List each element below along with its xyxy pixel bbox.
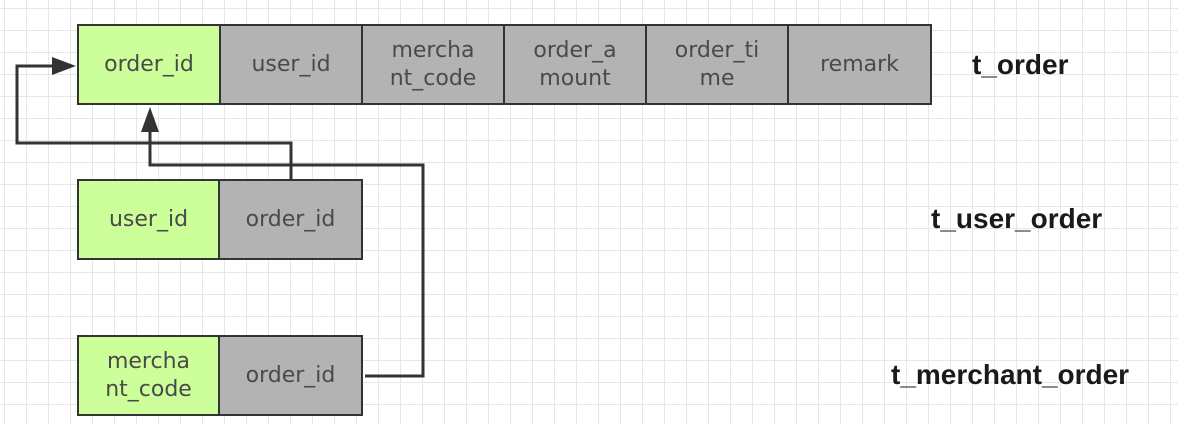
t-order-field-order-id: order_id (79, 26, 221, 103)
t-order-field-order-time: order_ti me (647, 26, 789, 103)
connector-user-order-to-order (15, 64, 293, 179)
t-order-field-merchant-code: mercha nt_code (363, 26, 505, 103)
t-order-field-user-id: user_id (221, 26, 363, 103)
table-t-user-order: user_id order_id (77, 179, 363, 260)
table-name-t-merchant-order: t_merchant_order (891, 359, 1130, 390)
t-user-order-field-user-id: user_id (79, 181, 220, 258)
t-order-field-order-amount: order_a mount (505, 26, 647, 103)
table-t-order: order_id user_id mercha nt_code order_a … (77, 24, 932, 105)
t-merchant-order-field-order-id: order_id (220, 337, 361, 414)
connector-merchant-order-to-order (148, 130, 425, 378)
table-name-t-user-order: t_user_order (931, 203, 1103, 234)
t-order-field-remark: remark (789, 26, 930, 103)
t-merchant-order-field-merchant-code: mercha nt_code (79, 337, 220, 414)
t-user-order-field-order-id: order_id (220, 181, 361, 258)
arrowhead-up-icon (141, 107, 159, 132)
table-name-t-order: t_order (972, 49, 1069, 80)
table-t-merchant-order: mercha nt_code order_id (77, 335, 363, 416)
arrowhead-left-icon (52, 57, 76, 75)
